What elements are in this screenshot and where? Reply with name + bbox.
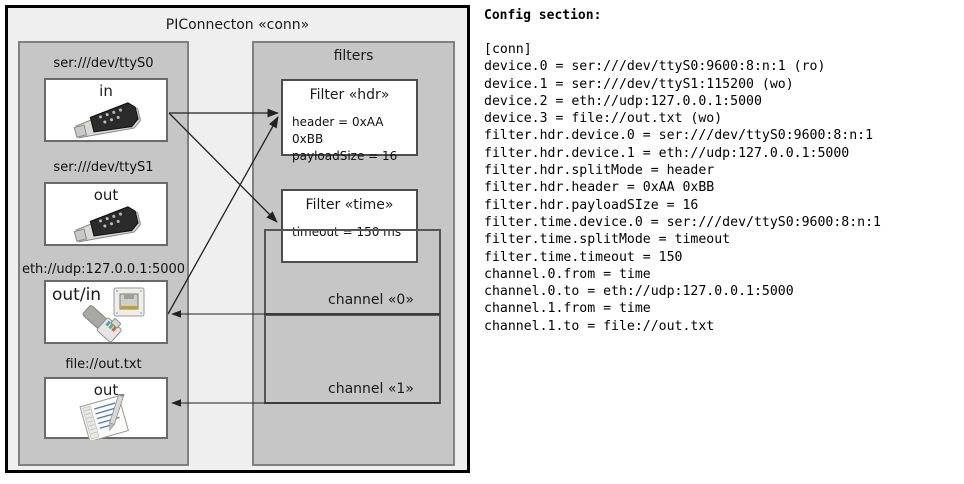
config-line: channel.1.to = file://out.txt [484, 318, 715, 334]
config-line: device.2 = eth://udp:127.0.0.1:5000 [484, 93, 762, 109]
device-label-file: file://out.txt [65, 357, 142, 372]
filter-time-props: timeout = 150 ms [292, 224, 401, 241]
diagram-panel: PIConnecton «conn» ser:///dev/ttyS0 in [0, 0, 478, 484]
config-line: device.3 = file://out.txt (wo) [484, 111, 723, 127]
filters-title: filters [333, 48, 374, 64]
device-label-ttyS0: ser:///dev/ttyS0 [53, 56, 154, 71]
serial-port-icon [73, 102, 142, 139]
filter-hdr-title: Filter «hdr» [309, 87, 390, 103]
text-file-icon [79, 394, 130, 440]
device-label-eth: eth://udp:127.0.0.1:5000 [21, 262, 186, 277]
device-card-ttyS1[interactable]: out [44, 182, 168, 246]
device-card-ttyS0[interactable]: in [44, 78, 168, 142]
config-line: device.0 = ser:///dev/ttyS0:9600:8:n:1 (… [484, 59, 826, 75]
config-line: channel.0.to = eth://udp:127.0.0.1:5000 [484, 284, 794, 300]
channel-0-label: channel «0» [328, 292, 414, 308]
config-line: filter.hdr.payloadSIze = 16 [484, 197, 699, 213]
filter-card-time[interactable]: Filter «time» timeout = 150 ms [281, 189, 418, 263]
serial-port-icon [73, 206, 142, 243]
filter-time-prop-timeout: timeout = 150 ms [292, 225, 402, 239]
config-line: filter.hdr.header = 0xAA 0xBB [484, 180, 715, 196]
filter-hdr-props: header = 0xAA 0xBB payloadSize = 16 [292, 114, 416, 165]
config-line: device.1 = ser:///dev/ttyS1:115200 (wo) [484, 76, 794, 92]
config-line: [conn] [484, 42, 532, 57]
channel-1-label: channel «1» [328, 381, 414, 397]
config-panel: Config section: [conn] device.0 = ser:///… [478, 0, 964, 484]
filter-card-hdr[interactable]: Filter «hdr» header = 0xAA 0xBB payloadS… [281, 79, 418, 163]
config-line: filter.hdr.device.0 = ser:///dev/ttyS0:9… [484, 128, 874, 144]
config-line: filter.time.timeout = 150 [484, 249, 683, 265]
device-card-file[interactable]: out [44, 377, 168, 440]
diagram-title: PIConnecton «conn» [165, 17, 310, 33]
device-label-ttyS1: ser:///dev/ttyS1 [53, 160, 154, 175]
filter-hdr-prop-payloadsize: payloadSize = 16 [292, 149, 398, 163]
device-card-eth[interactable]: out/in [44, 280, 168, 344]
config-line: filter.time.device.0 = ser:///dev/ttyS0:… [484, 214, 881, 230]
device-direction-eth: out/in [52, 285, 102, 305]
config-line: channel.0.from = time [484, 266, 651, 282]
filter-time-title: Filter «time» [305, 197, 394, 213]
config-line: channel.1.from = time [484, 301, 651, 317]
config-heading: Config section: [484, 8, 602, 23]
config-text-block: [conn] device.0 = ser:///dev/ttyS0:9600:8… [484, 41, 881, 335]
device-direction-ttyS0: in [99, 82, 113, 100]
config-line: filter.time.splitMode = timeout [484, 232, 731, 248]
ethernet-port-icon [82, 287, 145, 343]
device-direction-ttyS1: out [93, 186, 119, 204]
filter-hdr-prop-header: header = 0xAA 0xBB [292, 115, 384, 146]
device-direction-file: out [93, 381, 119, 399]
config-line: filter.hdr.splitMode = header [484, 163, 715, 179]
config-line: filter.hdr.device.1 = eth://udp:127.0.0.… [484, 145, 850, 161]
